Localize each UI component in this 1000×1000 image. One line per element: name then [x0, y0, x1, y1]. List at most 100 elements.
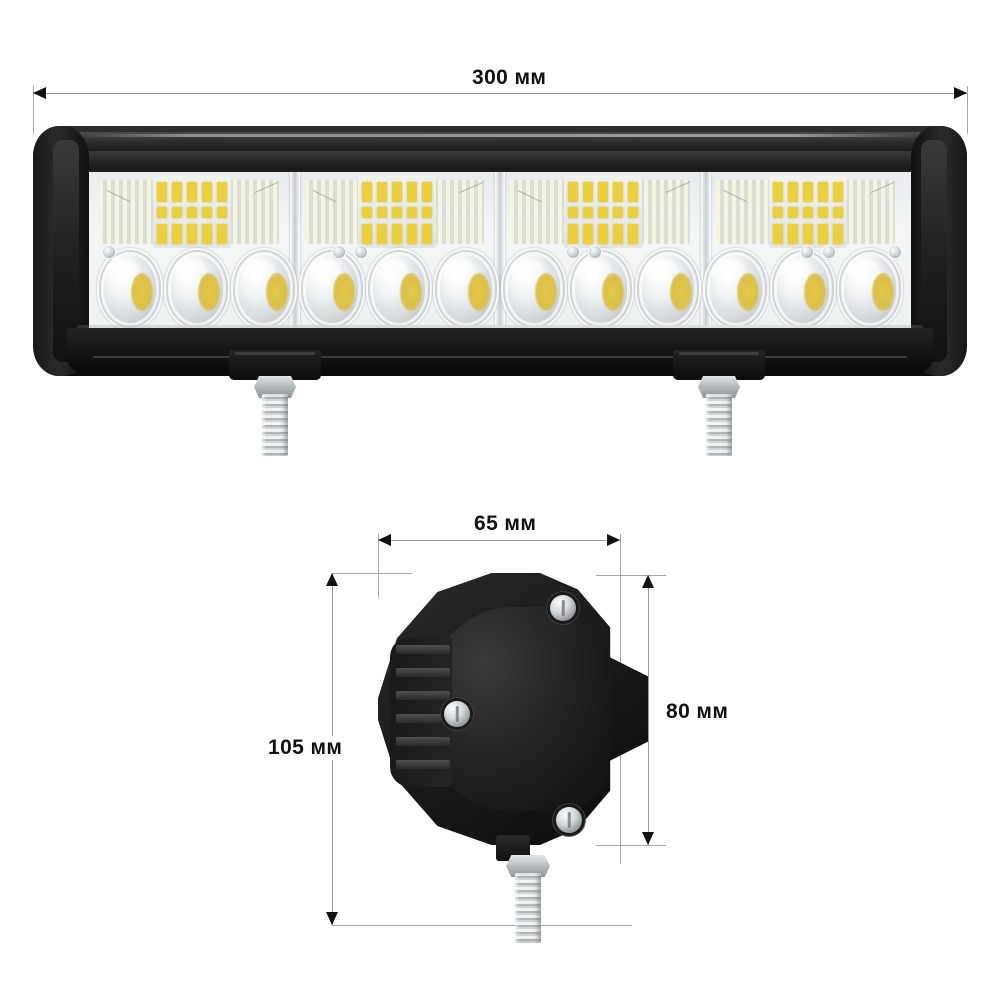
smd-led-chip	[171, 224, 182, 244]
bracket-hex-nut	[254, 376, 296, 398]
smd-led-chip	[567, 224, 578, 244]
arrow-right-width	[954, 87, 967, 99]
lens-retaining-screw	[589, 246, 601, 258]
led-group	[89, 172, 295, 332]
reflector-lens	[366, 248, 432, 330]
dimension-label-height-body: 80 мм	[660, 700, 735, 724]
smd-led-grid	[510, 180, 572, 244]
smd-led-grid	[715, 180, 778, 244]
smd-led-chip	[582, 207, 593, 218]
lens-retaining-screw	[567, 246, 579, 258]
smd-led-grid	[99, 180, 161, 244]
arrow-left-depth	[378, 534, 391, 546]
bracket-foot	[673, 350, 765, 380]
led-group	[500, 172, 706, 332]
reflector-lens	[770, 248, 836, 330]
smd-led-chip	[612, 207, 623, 218]
extension-line-height-total-bottom	[332, 925, 632, 926]
housing-top-band-secondary	[73, 151, 927, 170]
smd-chip-row	[362, 182, 433, 202]
smd-chip-row	[362, 224, 433, 244]
bracket-bolt	[706, 394, 732, 456]
smd-chip-row	[156, 224, 227, 244]
side-bolt	[515, 873, 541, 943]
arrow-up-height-total	[326, 573, 338, 586]
smd-chip-row	[773, 224, 844, 244]
smd-led-chip	[803, 182, 814, 202]
bracket-bolt	[262, 394, 288, 456]
smd-led-chip	[773, 207, 784, 218]
reflector-lens	[635, 248, 702, 330]
smd-led-chip	[773, 224, 784, 244]
arrow-left-width	[33, 87, 46, 99]
reflector-lens	[231, 248, 298, 330]
smd-led-chip	[201, 207, 212, 218]
smd-led-chip	[612, 224, 623, 244]
smd-chip-board	[358, 176, 437, 248]
smd-led-chip	[171, 207, 182, 218]
smd-chip-row	[567, 207, 638, 218]
smd-led-chip	[186, 224, 197, 244]
led-group-separator	[289, 172, 300, 332]
heat-sink-fin	[396, 737, 450, 746]
reflector-lens	[837, 248, 904, 330]
smd-led-chip	[171, 182, 182, 202]
smd-led-chip	[803, 224, 814, 244]
housing-bottom-groove	[93, 356, 907, 358]
smd-led-chip	[156, 207, 167, 218]
heat-sink-fin	[396, 714, 450, 723]
smd-chip-row	[567, 224, 638, 244]
housing-bottom-band	[67, 328, 933, 372]
smd-led-chip	[362, 207, 373, 218]
extension-line-height-body-bottom	[596, 845, 666, 846]
smd-led-chip	[407, 182, 418, 202]
smd-chip-board	[152, 176, 231, 248]
smd-led-chip	[818, 207, 829, 218]
smd-led-chip	[201, 182, 212, 202]
smd-led-chip	[377, 207, 388, 218]
smd-led-chip	[773, 182, 784, 202]
bracket-foot	[229, 350, 321, 380]
reflector-lens	[500, 248, 567, 330]
lens-window	[89, 172, 911, 332]
lens-retaining-screw	[889, 246, 901, 258]
smd-led-chip	[627, 207, 638, 218]
smd-led-chip	[362, 182, 373, 202]
side-screw-middle	[444, 701, 470, 727]
smd-chip-row	[773, 182, 844, 202]
smd-led-chip	[201, 224, 212, 244]
heat-sink-fin	[396, 668, 450, 677]
smd-led-chip	[788, 182, 799, 202]
smd-led-chip	[833, 224, 844, 244]
smd-led-chip	[833, 182, 844, 202]
dimension-line-width	[33, 93, 967, 94]
dimension-label-depth: 65 мм	[468, 512, 543, 536]
smd-led-chip	[597, 224, 608, 244]
smd-led-zone	[706, 176, 912, 248]
smd-led-chip	[582, 224, 593, 244]
reflector-lens	[568, 248, 634, 330]
smd-led-zone	[500, 176, 706, 248]
housing-bottom-highlight	[77, 325, 923, 329]
smd-led-chip	[833, 207, 844, 218]
smd-led-chip	[186, 182, 197, 202]
smd-led-chip	[422, 182, 433, 202]
smd-chip-row	[156, 182, 227, 202]
end-cap-right-inner	[921, 140, 947, 362]
led-light-bar-front-view	[33, 126, 967, 456]
heat-sink-fin	[396, 691, 450, 700]
arrow-right-depth	[607, 534, 620, 546]
end-cap-left-inner	[53, 140, 79, 362]
reflector-lens	[702, 248, 769, 330]
side-screw-bottom	[556, 807, 582, 833]
smd-led-chip	[422, 224, 433, 244]
extension-line-left	[33, 86, 34, 134]
smd-led-chip	[788, 207, 799, 218]
dimension-label-width: 300 мм	[466, 66, 553, 90]
arrow-down-height-body	[642, 832, 654, 845]
housing-top-highlight	[85, 134, 915, 137]
led-group	[295, 172, 501, 332]
lens-retaining-screw	[355, 246, 367, 258]
extension-line-height-total-top	[332, 573, 412, 574]
